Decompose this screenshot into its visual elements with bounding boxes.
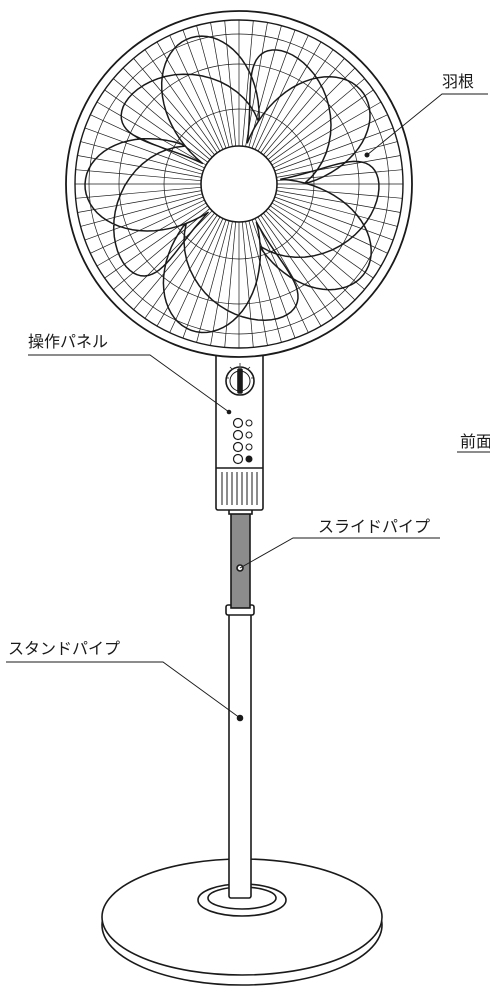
guard-spoke: [269, 205, 374, 279]
guard-spoke: [265, 210, 356, 301]
guard-spoke: [77, 190, 202, 213]
label-stand-pipe: スタンドパイプ: [8, 639, 121, 658]
guard-spoke: [276, 155, 401, 178]
guard-spoke: [276, 190, 401, 213]
guard-spoke: [169, 218, 224, 333]
guard-spoke: [144, 49, 218, 154]
guard-spoke: [90, 199, 205, 254]
guard-spoke: [210, 22, 233, 147]
guard-spoke: [267, 208, 365, 290]
indicator-2-icon: [245, 431, 253, 439]
guard-spoke: [263, 212, 345, 310]
guard-spoke: [269, 89, 374, 163]
guard-spoke: [84, 196, 204, 241]
guard-spoke: [271, 101, 382, 166]
guard-spoke: [210, 221, 233, 346]
fan-guard: [65, 10, 413, 358]
guard-spoke: [156, 216, 221, 327]
guard-spoke: [113, 78, 211, 160]
guard-spoke: [90, 114, 205, 169]
leader-slide: [239, 537, 440, 569]
label-blade: 羽根: [442, 72, 475, 91]
vent-grille: [221, 472, 258, 505]
guard-spoke: [254, 218, 309, 333]
fan-blade: [84, 137, 209, 277]
guard-spoke: [196, 220, 230, 343]
guard-spoke: [276, 186, 403, 199]
guard-spoke: [267, 78, 365, 160]
timer-knob-grip: [237, 368, 243, 394]
label-front: 前面: [460, 432, 490, 451]
leader-stand: [6, 661, 241, 719]
guard-spoke: [144, 214, 218, 319]
label-control-panel: 操作パネル: [28, 332, 109, 351]
guard-spoke: [133, 58, 215, 156]
guard-spoke: [274, 196, 394, 241]
guard-spoke: [104, 205, 209, 279]
guard-spoke: [80, 193, 203, 227]
stand-pipe: [225, 604, 255, 899]
guard-spoke: [265, 67, 356, 158]
guard-spoke: [276, 169, 403, 182]
guard-spoke: [275, 193, 398, 227]
guard-spoke: [260, 214, 334, 319]
guard-spoke: [251, 29, 296, 149]
guard-spoke: [122, 67, 213, 158]
label-slide-pipe: スライドパイプ: [318, 517, 431, 536]
fan-blade: [120, 35, 260, 165]
guard-ring: [118, 63, 360, 305]
guard-spoke: [224, 20, 237, 147]
guard-spoke: [263, 58, 345, 156]
guard-spoke: [273, 199, 388, 254]
guard-spoke: [104, 89, 209, 163]
leader-blade: [366, 93, 488, 156]
indicator-4-icon: [245, 455, 253, 463]
timer-scale-icon: [226, 363, 254, 379]
button-1-icon: [232, 417, 244, 429]
slide-pipe-tube: [230, 511, 251, 609]
guard-spoke: [169, 35, 224, 150]
fan-hub: [200, 145, 278, 223]
guard-spoke: [133, 212, 215, 310]
guard-spoke: [75, 169, 202, 182]
leader-panel: [28, 354, 230, 413]
fan-blade: [162, 221, 299, 334]
guard-spoke: [113, 208, 211, 290]
guard-spoke: [248, 220, 282, 343]
button-4-icon: [232, 453, 244, 465]
guard-spoke: [241, 221, 254, 348]
guard-spoke: [96, 101, 207, 166]
guard-spoke: [182, 219, 227, 339]
leader-lines: [6, 93, 490, 719]
slide-pipe: [228, 507, 253, 609]
guard-spoke: [84, 127, 204, 172]
fan-blades: [84, 35, 380, 334]
indicator-1-icon: [245, 419, 253, 427]
guard-ring: [163, 108, 315, 260]
stand-pipe-tube: [228, 612, 252, 899]
guard-ring: [88, 33, 390, 335]
guard-spoke: [75, 186, 202, 199]
fan-blade: [246, 49, 371, 184]
indicator-3-icon: [245, 443, 253, 451]
guard-spoke: [274, 127, 394, 172]
button-2-icon: [232, 429, 244, 441]
button-3-icon: [232, 441, 244, 453]
guard-spoke: [260, 49, 334, 154]
fan-blade: [260, 160, 380, 291]
base: [101, 858, 383, 986]
guard-spoke: [182, 29, 227, 149]
guard-spoke: [196, 25, 230, 148]
guard-spoke: [241, 20, 254, 147]
guard-rings: [88, 33, 390, 335]
guard-spoke: [80, 141, 203, 175]
guard-spoke: [254, 35, 309, 150]
guard-spoke: [257, 216, 322, 327]
guard-spoke: [257, 41, 322, 152]
guard-spoke: [271, 202, 382, 267]
guard-spoke: [96, 202, 207, 267]
guard-spoke: [224, 221, 237, 348]
control-body: [215, 349, 264, 511]
